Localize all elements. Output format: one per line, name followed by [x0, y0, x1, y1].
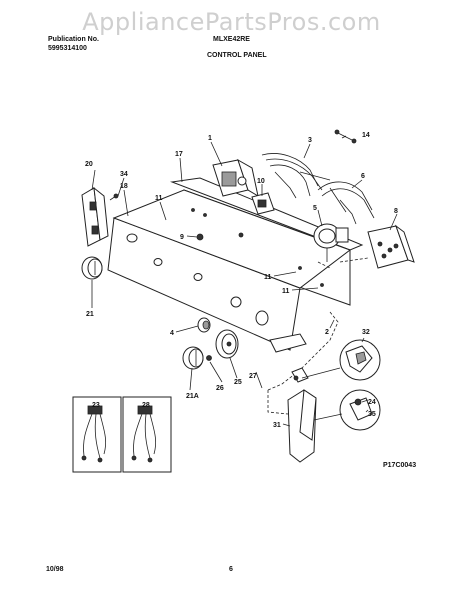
knob-4 [197, 317, 211, 333]
diagram-code: P17C0043 [383, 462, 417, 469]
lever-assembly-31 [287, 367, 317, 463]
detail-view-35 [313, 389, 381, 431]
callout-27: 27 [249, 373, 257, 380]
switch-10 [251, 192, 275, 215]
callout-5: 5 [313, 205, 317, 212]
knob-21 [81, 256, 103, 280]
callout-11-mid: 11 [264, 274, 272, 281]
callout-1: 1 [208, 135, 212, 142]
callout-4: 4 [170, 330, 174, 337]
wire-14 [334, 129, 357, 144]
footer-date: 10/98 [46, 566, 64, 573]
callout-23: 23 [92, 402, 100, 409]
pressure-switch [313, 223, 349, 262]
spring-26 [206, 355, 212, 361]
callout-labels: 1 17 3 14 6 10 11 18 20 34 9 5 8 11 11 2… [85, 132, 398, 429]
wiring-detail-28 [122, 396, 172, 473]
callout-14: 14 [362, 132, 370, 139]
watermark: AppliancePartsPros.com [82, 8, 381, 36]
callout-26: 26 [216, 385, 224, 392]
wiring-detail-23 [72, 396, 122, 473]
model-number: MLXE42RE [213, 36, 250, 43]
callout-2: 2 [325, 329, 329, 336]
wire-harness-6 [317, 181, 375, 225]
callout-9: 9 [180, 234, 184, 241]
knob-21a [182, 346, 204, 370]
callout-11-low: 11 [282, 288, 290, 295]
callout-10: 10 [257, 178, 265, 185]
leader-lines [91, 135, 398, 427]
callout-34: 34 [120, 171, 128, 178]
end-cap [81, 186, 119, 247]
callout-21a: 21A [186, 393, 199, 400]
callout-18: 18 [120, 183, 128, 190]
timer-part [212, 158, 259, 198]
callout-25: 25 [234, 379, 242, 386]
callout-8: 8 [394, 208, 398, 215]
callout-6: 6 [361, 173, 365, 180]
callout-21: 21 [86, 311, 94, 318]
callout-24: 24 [368, 399, 376, 406]
callout-31: 31 [273, 422, 281, 429]
callout-3: 3 [308, 137, 312, 144]
callout-35: 35 [368, 411, 376, 418]
detail-view-32 [301, 339, 381, 381]
callout-32: 32 [362, 329, 370, 336]
dial-25 [215, 329, 239, 359]
callout-28: 28 [142, 402, 150, 409]
section-title: CONTROL PANEL [207, 52, 267, 59]
publication-label: Publication No. [48, 36, 99, 43]
wire-harness-3 [261, 153, 331, 199]
publication-number: 5995314100 [48, 45, 87, 52]
screw-9 [196, 233, 204, 241]
callout-20: 20 [85, 161, 93, 168]
callout-11-top: 11 [155, 195, 163, 202]
callout-17: 17 [175, 151, 183, 158]
footer-page-number: 6 [229, 566, 233, 573]
electronic-module [367, 224, 415, 269]
